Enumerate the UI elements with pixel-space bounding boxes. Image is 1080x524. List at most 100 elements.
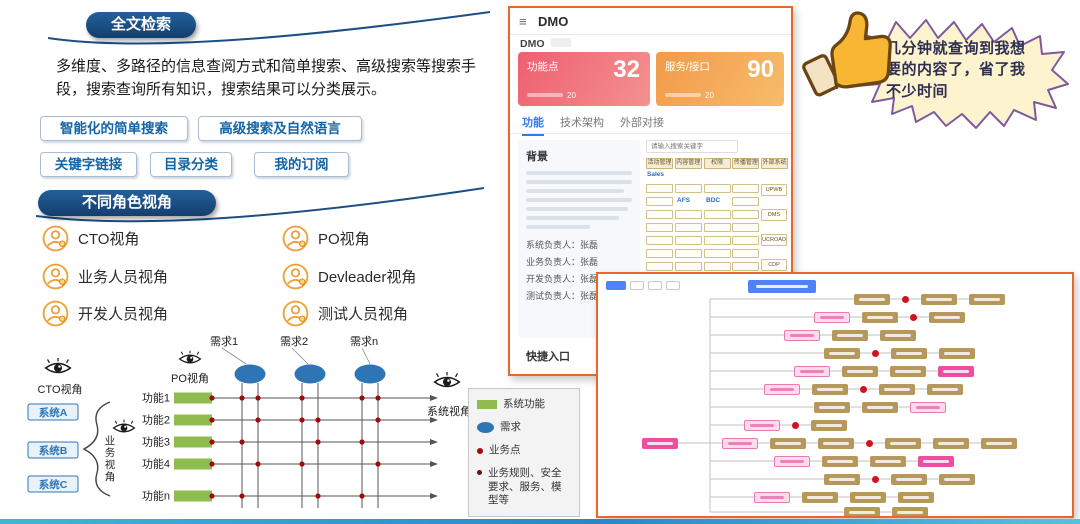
flow-toolbar-button[interactable] xyxy=(648,281,662,290)
map-group-2[interactable]: 内容管理 xyxy=(674,158,702,169)
developer-role-icon xyxy=(42,300,69,327)
flow-node-gold xyxy=(890,366,926,377)
legend-swatch-requirement xyxy=(477,422,494,434)
flow-node-gold xyxy=(832,330,868,341)
owner-list: 系统负责人：张磊 业务负责人：张磊 开发负责人：张磊 测试负责人：张磊 xyxy=(526,237,632,305)
menu-icon[interactable]: ≡ xyxy=(519,14,527,29)
role-label-tester: 测试人员视角 xyxy=(318,305,409,323)
stat-label-services: 服务/接口 xyxy=(665,61,710,73)
legend-text-business-point: 业务点 xyxy=(489,444,521,457)
text-skeleton xyxy=(526,225,590,229)
flow-gateway-dot xyxy=(866,439,873,447)
svg-text:务: 务 xyxy=(105,446,116,459)
business-point-dot xyxy=(255,417,261,423)
map-item-box xyxy=(732,210,760,219)
map-item-box xyxy=(703,210,731,219)
flow-node-gold xyxy=(891,474,927,485)
trace-arrowhead xyxy=(430,417,438,423)
flow-node-gold xyxy=(969,294,1005,305)
trace-arrowhead xyxy=(430,439,438,445)
tab-external[interactable]: 外部对接 xyxy=(620,117,664,129)
feature-box-advanced-search: 高级搜索及自然语言 xyxy=(198,116,362,141)
trace-arrowhead xyxy=(430,461,438,467)
map-group-5[interactable]: 外部系统 xyxy=(761,158,789,169)
external-system-UPWB[interactable]: UPWB xyxy=(761,184,787,196)
map-group-4[interactable]: 传播管理 xyxy=(732,158,760,169)
tab-divider xyxy=(510,133,791,134)
stat-card-function-points: 功能点 32 20 xyxy=(518,52,650,106)
map-section-BDC: BDC xyxy=(706,197,721,204)
flow-node-gold xyxy=(891,348,927,359)
cto-eye-icon xyxy=(44,357,72,374)
role-item-tester: 测试人员视角 xyxy=(282,299,408,327)
flow-node-gold xyxy=(818,438,854,449)
map-group-1[interactable]: 活动管理 xyxy=(646,158,673,169)
feature-box-subscription: 我的订阅 xyxy=(254,152,349,177)
external-system-CDP[interactable]: CDP xyxy=(761,259,787,271)
svg-text:业: 业 xyxy=(105,435,116,447)
flow-node-pink xyxy=(722,438,758,449)
quick-entry-link[interactable]: 快捷入口 xyxy=(526,351,570,363)
function-label-3: 功能3 xyxy=(142,435,170,449)
role-item-developer: 开发人员视角 xyxy=(42,299,168,327)
text-skeleton xyxy=(526,171,632,175)
starburst-bubble xyxy=(845,19,1069,129)
flow-root-header-node xyxy=(748,280,816,293)
map-item-box xyxy=(674,262,702,271)
flow-node-gold xyxy=(933,438,969,449)
text-skeleton xyxy=(526,189,624,193)
role-label-devleader: Devleader视角 xyxy=(318,268,417,286)
flow-node-gold xyxy=(824,474,860,485)
requirement-ellipse-2 xyxy=(294,364,326,384)
map-item-box xyxy=(732,236,760,245)
tab-architecture[interactable]: 技术架构 xyxy=(560,117,604,129)
map-item-box xyxy=(674,223,702,232)
owner-dev: 开发负责人：张磊 xyxy=(526,274,599,285)
function-label-1: 功能1 xyxy=(142,391,170,405)
flow-toolbar-button[interactable] xyxy=(630,281,644,290)
tab-function[interactable]: 功能 xyxy=(522,114,544,136)
cto-view-label: CTO视角 xyxy=(37,382,82,396)
legend-text-function: 系统功能 xyxy=(503,398,545,410)
legend-text-rules: 业务规则、安全要求、服务、模型等 xyxy=(488,467,562,506)
flow-toolbar-button[interactable] xyxy=(666,281,680,290)
business-point-dot xyxy=(299,417,305,423)
feature-box-smart-search: 智能化的简单搜索 xyxy=(40,116,188,141)
flow-gateway-dot xyxy=(902,295,909,303)
role-item-devleader: Devleader视角 xyxy=(282,262,416,290)
stat-delta-function-points: 20 xyxy=(527,91,576,100)
flow-node-gold xyxy=(854,294,890,305)
map-item-box xyxy=(646,223,673,232)
flow-gateway-dot xyxy=(792,421,799,429)
requirement-label-1: 需求1 xyxy=(210,335,238,348)
map-search-input[interactable] xyxy=(646,140,738,153)
map-item-box xyxy=(674,249,702,258)
business-point-dot xyxy=(255,395,261,401)
system-c-label: 系统C xyxy=(39,478,68,491)
owner-test: 测试负责人：张磊 xyxy=(526,291,599,302)
testimonial-bubble: 几分钟就查询到我想要的内容了，省了我不少时间 xyxy=(842,14,1070,132)
flow-toolbar-primary-button[interactable] xyxy=(606,281,626,290)
role-item-cto: CTO视角 xyxy=(42,224,139,252)
map-item-box xyxy=(674,210,702,219)
flow-node-pink xyxy=(774,456,810,467)
matrix-legend: 系统功能 需求 业务点 业务规则、安全要求、服务、模型等 xyxy=(468,388,580,517)
business-point-dot xyxy=(299,395,305,401)
stat-card-services: 服务/接口 90 20 xyxy=(656,52,784,106)
map-item-box xyxy=(646,197,673,206)
system-a-label: 系统A xyxy=(39,406,68,419)
flow-node-pink xyxy=(794,366,830,377)
function-bar-3 xyxy=(174,436,212,448)
flow-node-gold xyxy=(842,366,878,377)
map-group-3[interactable]: 权限 xyxy=(703,158,731,169)
owner-system: 系统负责人：张磊 xyxy=(526,240,599,250)
function-bar-n xyxy=(174,490,212,502)
external-system-DMS[interactable]: DMS xyxy=(761,209,787,221)
flow-node-gold xyxy=(929,312,965,323)
business-point-dot xyxy=(209,493,215,499)
devleader-role-icon xyxy=(282,263,309,290)
flow-gateway-dot xyxy=(872,349,879,357)
map-item-box xyxy=(703,184,731,193)
external-system-UCROAD[interactable]: UCROAD xyxy=(761,234,787,246)
tester-role-icon xyxy=(282,300,309,327)
